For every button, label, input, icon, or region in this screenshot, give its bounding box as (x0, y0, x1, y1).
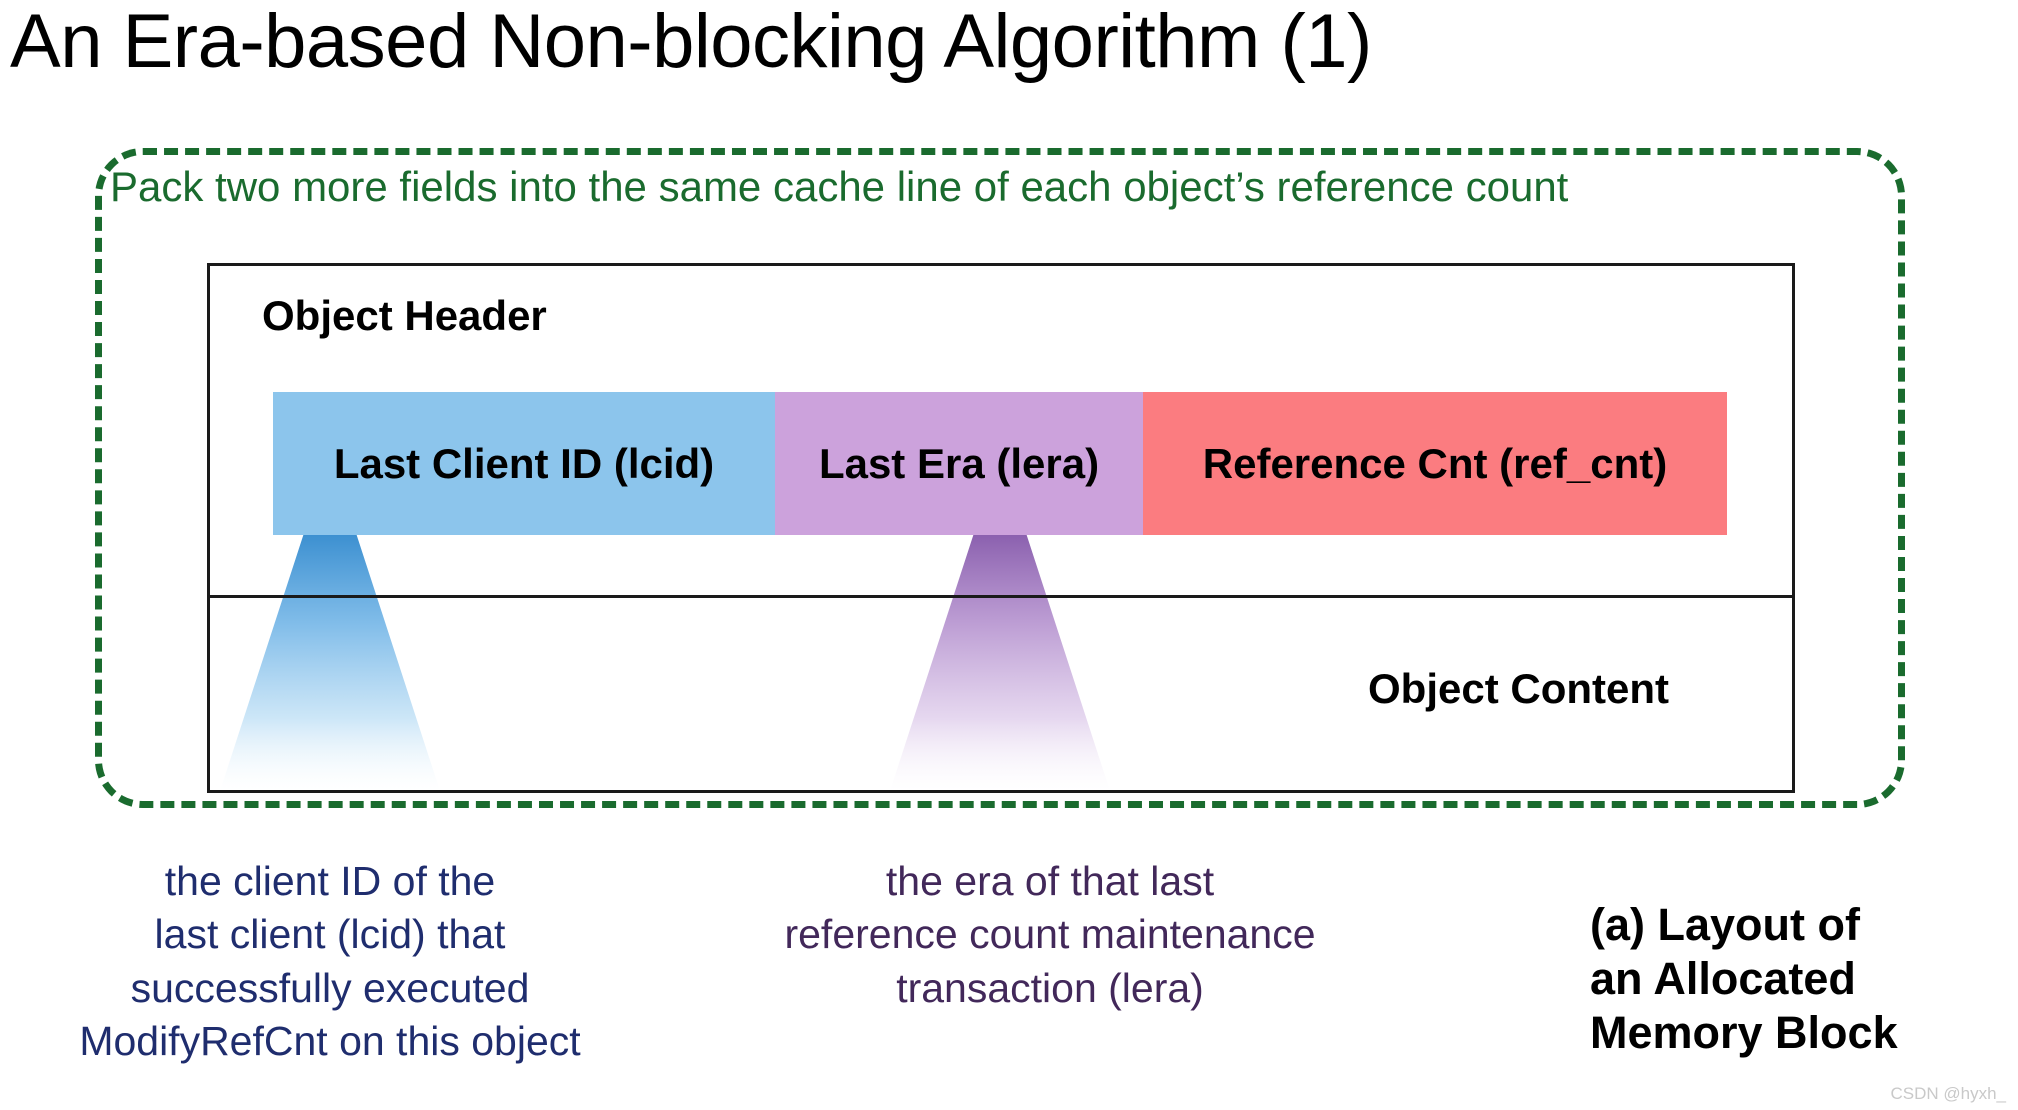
page-title: An Era-based Non-blocking Algorithm (1) (10, 0, 1372, 84)
memory-block-frame (207, 263, 1795, 793)
lcid-pointer-cone (220, 533, 440, 793)
field-reference-count: Reference Cnt (ref_cnt) (1143, 392, 1727, 535)
annotation-lcid: the client ID of the last client (lcid) … (79, 858, 581, 1064)
field-last-era: Last Era (lera) (775, 392, 1143, 535)
field-last-client-id: Last Client ID (lcid) (273, 392, 775, 535)
figure-caption: (a) Layout of an Allocated Memory Block (1590, 899, 1898, 1058)
object-header-label: Object Header (262, 292, 547, 339)
memory-block-divider (207, 595, 1795, 598)
callout-note-text: Pack two more fields into the same cache… (110, 163, 1569, 210)
object-header-fields: Last Client ID (lcid) Last Era (lera) Re… (273, 392, 1727, 535)
annotation-lera: the era of that last reference count mai… (784, 858, 1316, 1011)
lera-pointer-cone (890, 533, 1110, 793)
object-content-label: Object Content (1368, 665, 1669, 712)
watermark: CSDN @hyxh_ (1890, 1084, 2006, 1103)
callout-dashed-border (95, 148, 1905, 808)
